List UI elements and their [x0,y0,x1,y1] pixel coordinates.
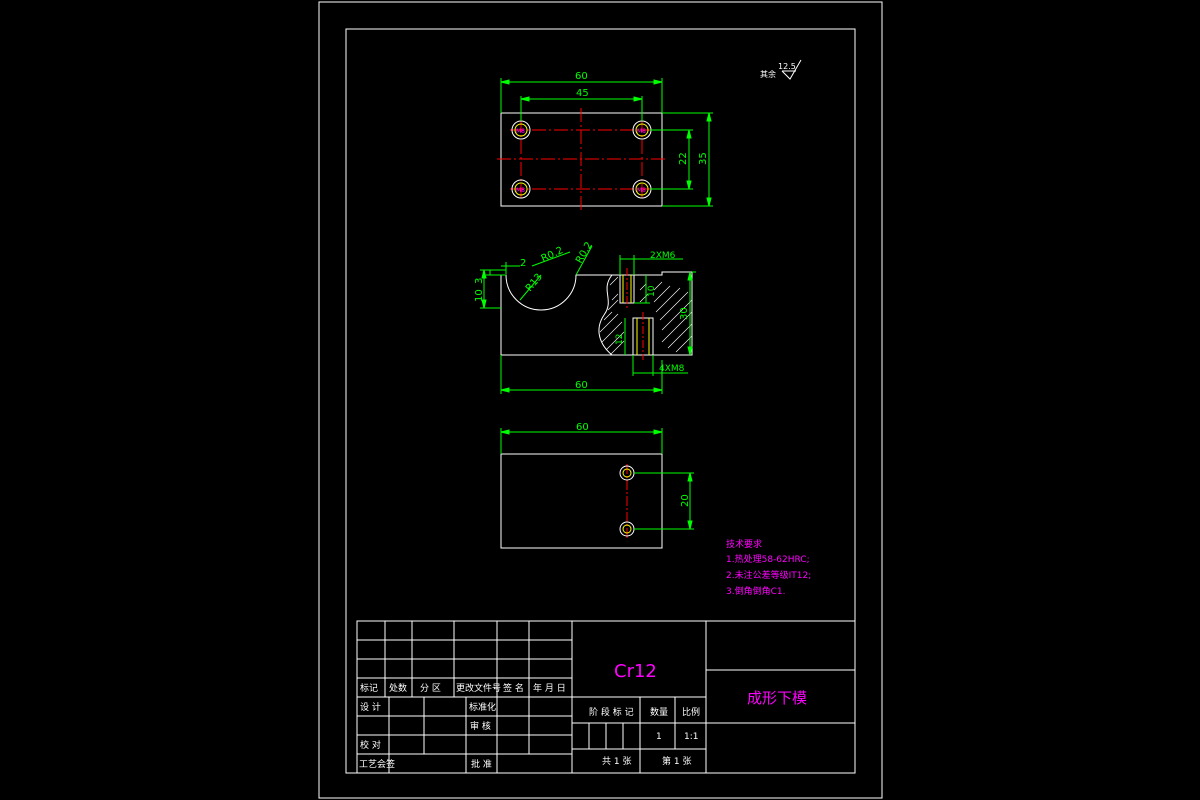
tb-sign: 签 名 [503,682,524,694]
top-hole-tl: M8 [511,120,531,140]
tb-design: 设 计 [360,701,381,713]
front-dim-2-text: 2 [520,258,526,269]
tb-stage: 阶 段 标 记 [589,706,634,718]
tb-check: 校 对 [360,739,381,751]
front-dim-10 [480,269,506,309]
front-dim-30 [687,271,696,356]
front-r13-text: R13 [524,272,545,294]
top-dim-22 [650,129,693,190]
bottom-dim-60-text: 60 [576,422,589,433]
front-dim-60 [500,355,663,394]
top-dim-35-text: 35 [698,152,709,165]
top-dim-22-text: 22 [678,152,689,165]
top-dim-60 [500,78,663,113]
roughness-value: 12.5 [778,62,796,71]
top-dim-45 [520,96,643,121]
front-dim-depth12-text: 12 [615,334,625,345]
front-r02-b-text: R0.2 [574,240,595,265]
leader-r02-a [531,251,571,267]
title-block [356,620,856,774]
top-dim-35 [662,112,713,207]
tb-qty-value: 1 [656,732,662,742]
roughness-check-icon [781,59,802,80]
front-thread-m8 [632,312,654,360]
front-callout-4xm8 [632,355,688,376]
roughness-symbol: 其余 12.5 [760,59,802,80]
top-hole-label: M8 [516,187,525,194]
top-hole-bl: M8 [511,179,531,199]
bottom-dim-20 [634,472,694,530]
top-hole-label: M8 [637,187,646,194]
front-view: 10 3 2 R0.2 R0.2 R13 2XM6 10 30 [474,240,696,394]
tb-doc-no: 更改文件号 [456,682,501,694]
tb-material: Cr12 [614,661,657,682]
front-callout-4xm8-text: 4XM8 [659,364,685,374]
tech-notes: 技术要求 1.热处理58-62HRC; 2.未注公差等级IT12; 3.倒角倒角… [726,538,811,597]
top-hole-label: M8 [516,128,525,135]
front-hatching [599,276,693,356]
tb-scale: 比例 [682,706,700,718]
front-dim-depth10-text: 10 [647,285,657,297]
leader-r13 [519,274,542,301]
tech-notes-title: 技术要求 [726,538,762,550]
front-dim-2 [501,262,520,274]
roughness-prefix: 其余 [760,69,776,79]
tb-zone: 分 区 [420,683,441,694]
bottom-dim-20-text: 20 [680,494,691,507]
top-hole-br: M8 [632,179,652,199]
top-view: M8 M8 M8 M8 60 45 [497,71,713,210]
leader-r02-b [575,245,593,276]
tb-approve: 批 准 [471,758,492,770]
front-dim-60-text: 60 [575,380,588,391]
tb-part-name: 成形下模 [747,689,807,707]
tb-scale-value: 1:1 [684,732,698,742]
front-r02-a-text: R0.2 [540,245,565,265]
front-break-line [598,274,613,356]
tb-mark: 标记 [360,682,378,694]
top-hole-tr: M8 [632,120,652,140]
top-hole-label: M8 [637,128,646,135]
bottom-dim-60 [500,428,663,454]
tb-date: 年 月 日 [533,682,566,694]
front-dim-30-text: 30 [679,307,690,320]
tb-count: 处数 [389,682,407,694]
front-callout-2xm6-text: 2XM6 [650,251,676,261]
tech-note-3: 3.倒角倒角C1. [726,585,785,597]
tech-note-1: 1.热处理58-62HRC; [726,553,810,565]
bottom-view-outline [500,453,663,549]
front-dim-10-text: 10 [474,289,485,302]
top-dim-45-text: 45 [576,88,589,99]
tb-qty: 数量 [650,706,668,718]
front-callout-2xm6 [619,255,683,275]
tb-process: 工艺会签 [359,758,395,770]
tb-review: 审 核 [470,720,491,732]
tb-standardize: 标准化 [469,701,496,713]
front-thread-m6 [619,268,635,308]
front-dim-3-text: 3 [474,278,485,284]
outer-frame [318,1,883,799]
bottom-view: 60 20 [500,422,694,549]
tb-sheets: 共 1 张 [602,756,631,767]
front-dim-depth10 [634,275,650,304]
tb-sheet-no: 第 1 张 [662,755,691,767]
tech-note-2: 2.未注公差等级IT12; [726,569,811,581]
top-dim-60-text: 60 [575,71,588,82]
inner-frame [345,28,856,774]
